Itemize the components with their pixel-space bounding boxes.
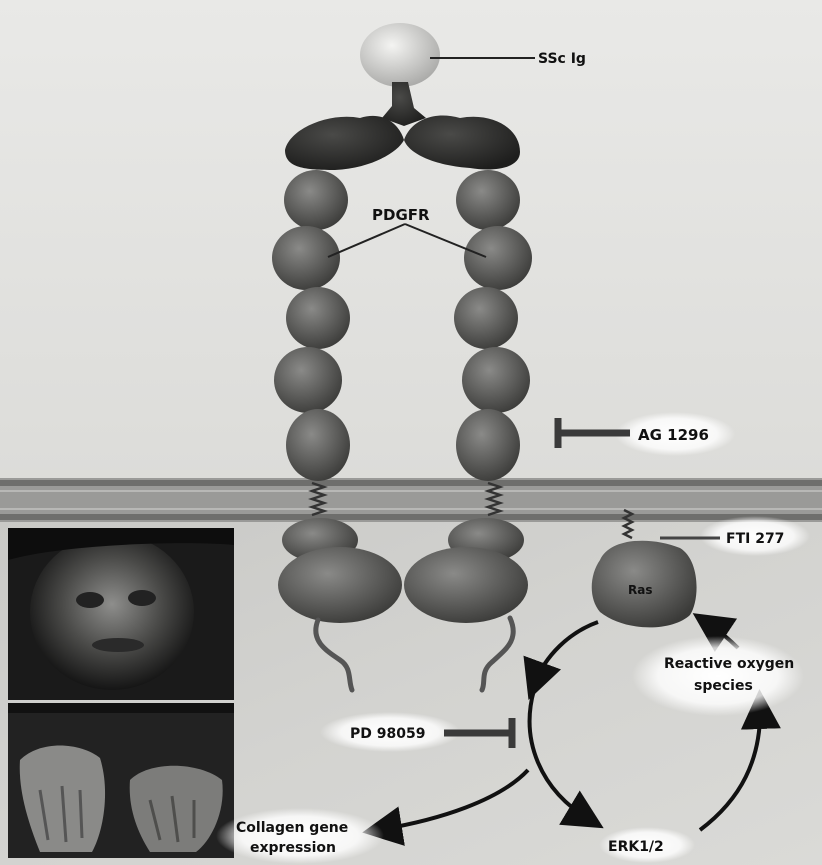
face-photo xyxy=(8,528,234,700)
collagen-label-line2: expression xyxy=(250,840,336,856)
ag-1296-label: AG 1296 xyxy=(638,426,709,444)
pdgfr-label: PDGFR xyxy=(372,206,430,224)
cell-membrane xyxy=(0,478,822,522)
collagen-label-line1: Collagen gene xyxy=(236,820,348,836)
erk-label: ERK1/2 xyxy=(608,839,664,855)
hands-photo xyxy=(8,703,234,858)
pd-98059-label: PD 98059 xyxy=(350,726,425,742)
ros-label-line2: species xyxy=(694,678,753,694)
ros-label-line1: Reactive oxygen xyxy=(664,656,794,672)
ssc-ig-label: SSc Ig xyxy=(538,51,586,67)
ras-label: Ras xyxy=(628,583,652,597)
fti-277-label: FTI 277 xyxy=(726,531,784,547)
